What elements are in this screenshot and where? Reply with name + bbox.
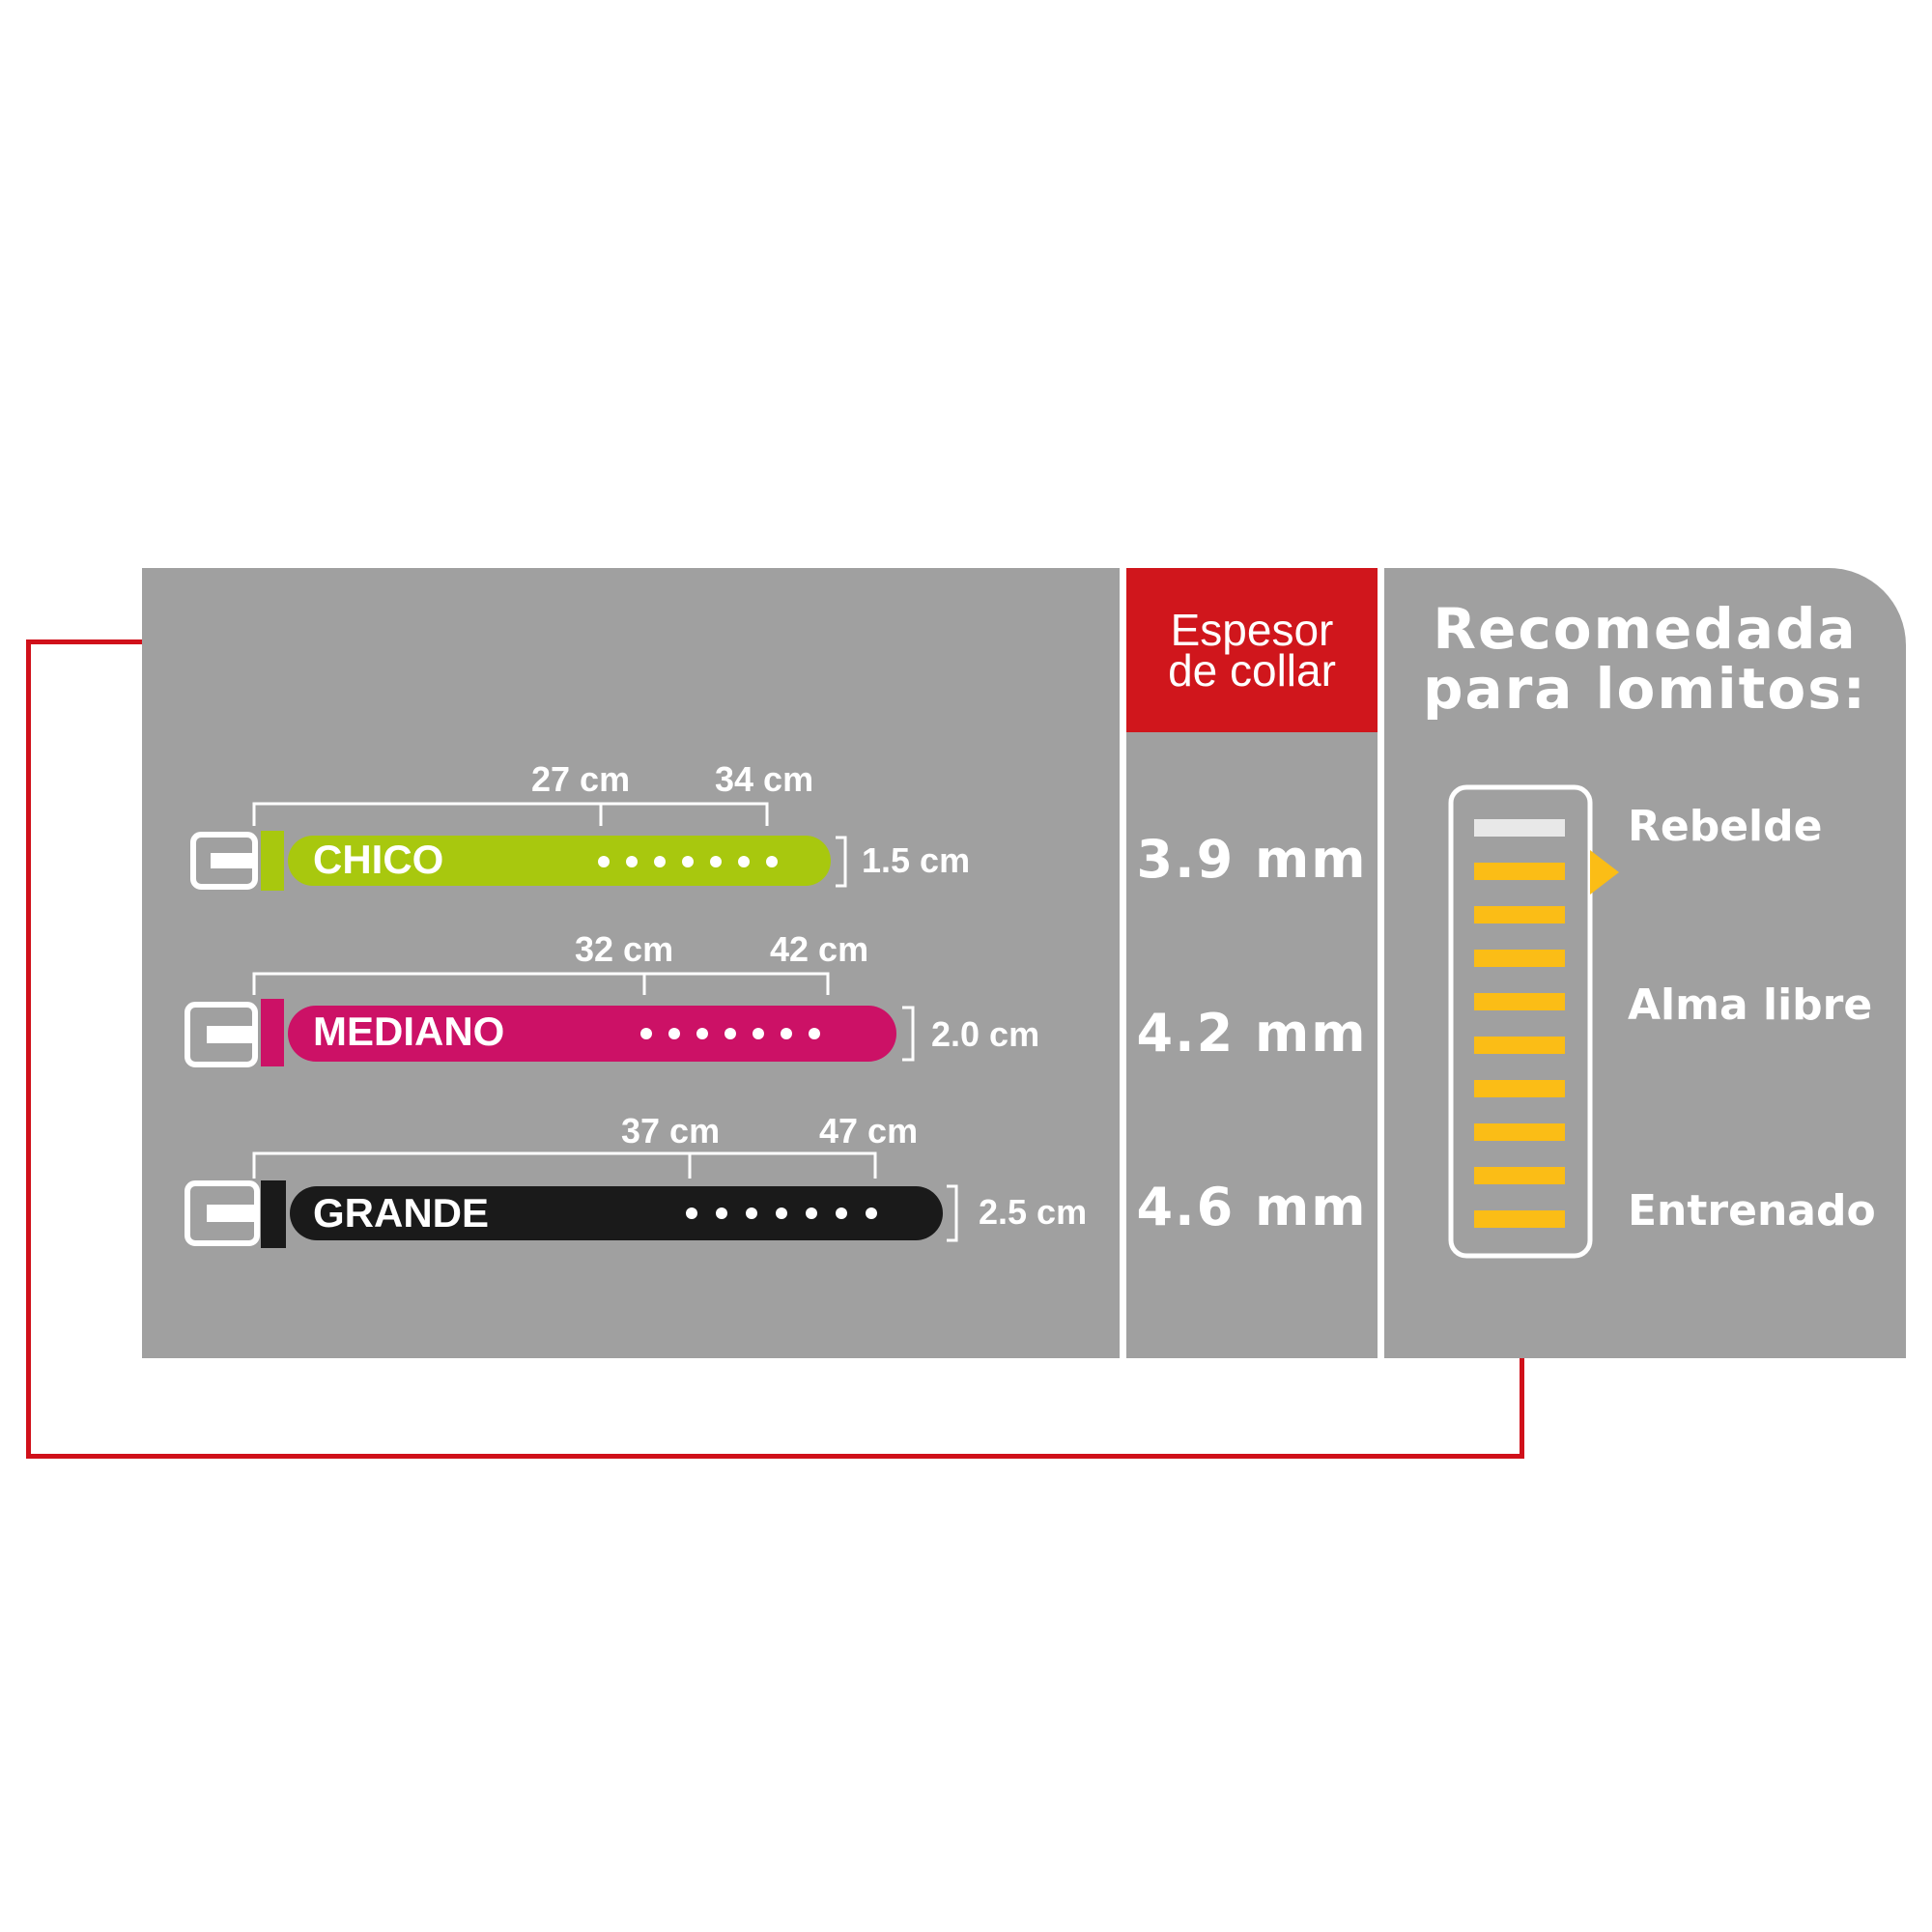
- label-alma-libre: Alma libre: [1628, 980, 1873, 1030]
- thickness-header: Espesor de collar: [1126, 568, 1378, 732]
- thickness-chico: 3.9 mm: [1136, 829, 1368, 890]
- buckle-icon: [185, 1002, 258, 1067]
- label-rebelde: Rebelde: [1628, 802, 1823, 851]
- belt-name-chico: CHICO: [313, 837, 444, 882]
- measure-bracket-chico: [252, 802, 769, 826]
- mediano-min-label: 32 cm: [575, 929, 674, 969]
- belt-name-grande: GRANDE: [313, 1190, 490, 1236]
- collar-grande: [185, 1151, 958, 1248]
- grande-max-label: 47 cm: [819, 1111, 919, 1151]
- frame-line-left: [26, 639, 31, 1459]
- recommended-panel: [1384, 568, 1906, 1358]
- chico-max-label: 34 cm: [715, 759, 814, 799]
- width-bracket-chico: [836, 836, 847, 888]
- chico-min-label: 27 cm: [531, 759, 631, 799]
- belt-name-mediano: MEDIANO: [313, 1009, 505, 1054]
- thickness-header-line2: de collar: [1168, 645, 1336, 696]
- strap-chico: [288, 836, 831, 886]
- grande-width-label: 2.5 cm: [979, 1192, 1088, 1232]
- frame-line-bottom: [26, 1454, 1524, 1459]
- chico-width-label: 1.5 cm: [862, 840, 971, 880]
- holes-mediano: [640, 1028, 820, 1039]
- thickness-header-line1: Espesor: [1170, 605, 1334, 655]
- holes-grande: [686, 1208, 877, 1219]
- recommended-title: Recomedada para lomitos:: [1384, 599, 1906, 719]
- collar-mediano: [185, 972, 915, 1067]
- holes-chico: [598, 856, 778, 867]
- frame-line-top-left: [26, 639, 144, 644]
- thickness-mediano: 4.2 mm: [1136, 1003, 1368, 1064]
- mediano-max-label: 42 cm: [770, 929, 869, 969]
- frame-line-right: [1520, 1352, 1524, 1459]
- recommended-title-line1: Recomedada: [1433, 596, 1858, 662]
- behavior-meter: [1448, 784, 1619, 1259]
- recommended-title-line2: para lomitos:: [1423, 656, 1867, 722]
- thickness-grande: 4.6 mm: [1136, 1177, 1368, 1237]
- strap-mediano: [288, 1006, 896, 1062]
- buckle-icon: [185, 1180, 260, 1246]
- label-entrenado: Entrenado: [1628, 1186, 1876, 1236]
- collar-chico: [190, 802, 847, 891]
- width-bracket-grande: [947, 1184, 958, 1242]
- buckle-icon: [190, 832, 258, 890]
- measure-bracket-mediano: [252, 972, 830, 995]
- width-bracket-mediano: [902, 1006, 915, 1062]
- measure-bracket-grande: [252, 1151, 877, 1179]
- strap-grande: [290, 1186, 943, 1240]
- grande-min-label: 37 cm: [621, 1111, 721, 1151]
- triangle-pointer-icon: [1590, 850, 1619, 895]
- mediano-width-label: 2.0 cm: [931, 1014, 1040, 1054]
